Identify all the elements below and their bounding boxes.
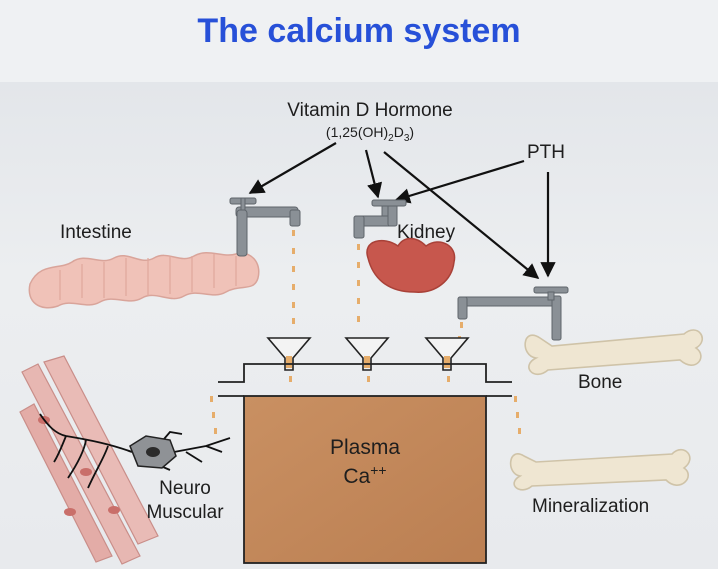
funnel-2: [344, 337, 390, 371]
arrow-vitd-to-kidney: [364, 149, 383, 199]
funnel-1: [266, 337, 312, 371]
plasma-ca-label: Ca++: [305, 462, 425, 489]
slide-title: The calcium system: [197, 12, 521, 50]
kidney-faucet: [353, 199, 407, 239]
mineralization-bone-illustration: [509, 448, 691, 491]
formula-subscript-oh: 2: [388, 132, 394, 144]
muscle-fibers-illustration: [19, 355, 159, 565]
bone-label: Bone: [578, 372, 623, 393]
kidney-illustration: [366, 237, 456, 293]
formula-d: D: [393, 124, 404, 140]
mineralization-label: Mineralization: [532, 496, 650, 517]
neuron-cell-body: [129, 435, 177, 469]
formula-suffix: ): [409, 124, 415, 140]
intestine-illustration: [28, 252, 260, 309]
formula-subscript-d: 3: [403, 132, 410, 144]
vitamin-d-formula: (1,25(OH)2D3): [290, 124, 450, 144]
plasma-tank: [243, 395, 487, 564]
muscular-label: Muscular: [146, 502, 224, 523]
intestine-label: Intestine: [60, 222, 132, 243]
ca-charge: ++: [370, 462, 387, 478]
arrow-vitd-to-intestine: [248, 142, 337, 194]
vitamin-d-hormone-label: Vitamin D Hormone: [287, 100, 453, 121]
kidney-label: Kidney: [397, 222, 456, 243]
regulation-arrows: [248, 142, 556, 279]
plasma-label: Plasma: [329, 436, 401, 459]
arrow-vitd-to-bone: [383, 151, 540, 279]
ca-symbol: Ca: [343, 465, 371, 488]
funnel-3: [424, 337, 470, 371]
formula-prefix: (1,25(OH): [325, 124, 389, 140]
intestine-faucet: [229, 197, 301, 257]
bone-faucet: [457, 286, 569, 341]
pth-label: PTH: [527, 142, 565, 163]
arrow-pth-to-kidney: [394, 159, 525, 204]
slide-header: The calcium system: [0, 0, 718, 82]
funnels: [266, 337, 470, 371]
neuro-label: Neuro: [159, 478, 211, 499]
bone-illustration: [524, 329, 703, 376]
calcium-drips: [210, 230, 521, 434]
tank-rim: [218, 363, 512, 383]
